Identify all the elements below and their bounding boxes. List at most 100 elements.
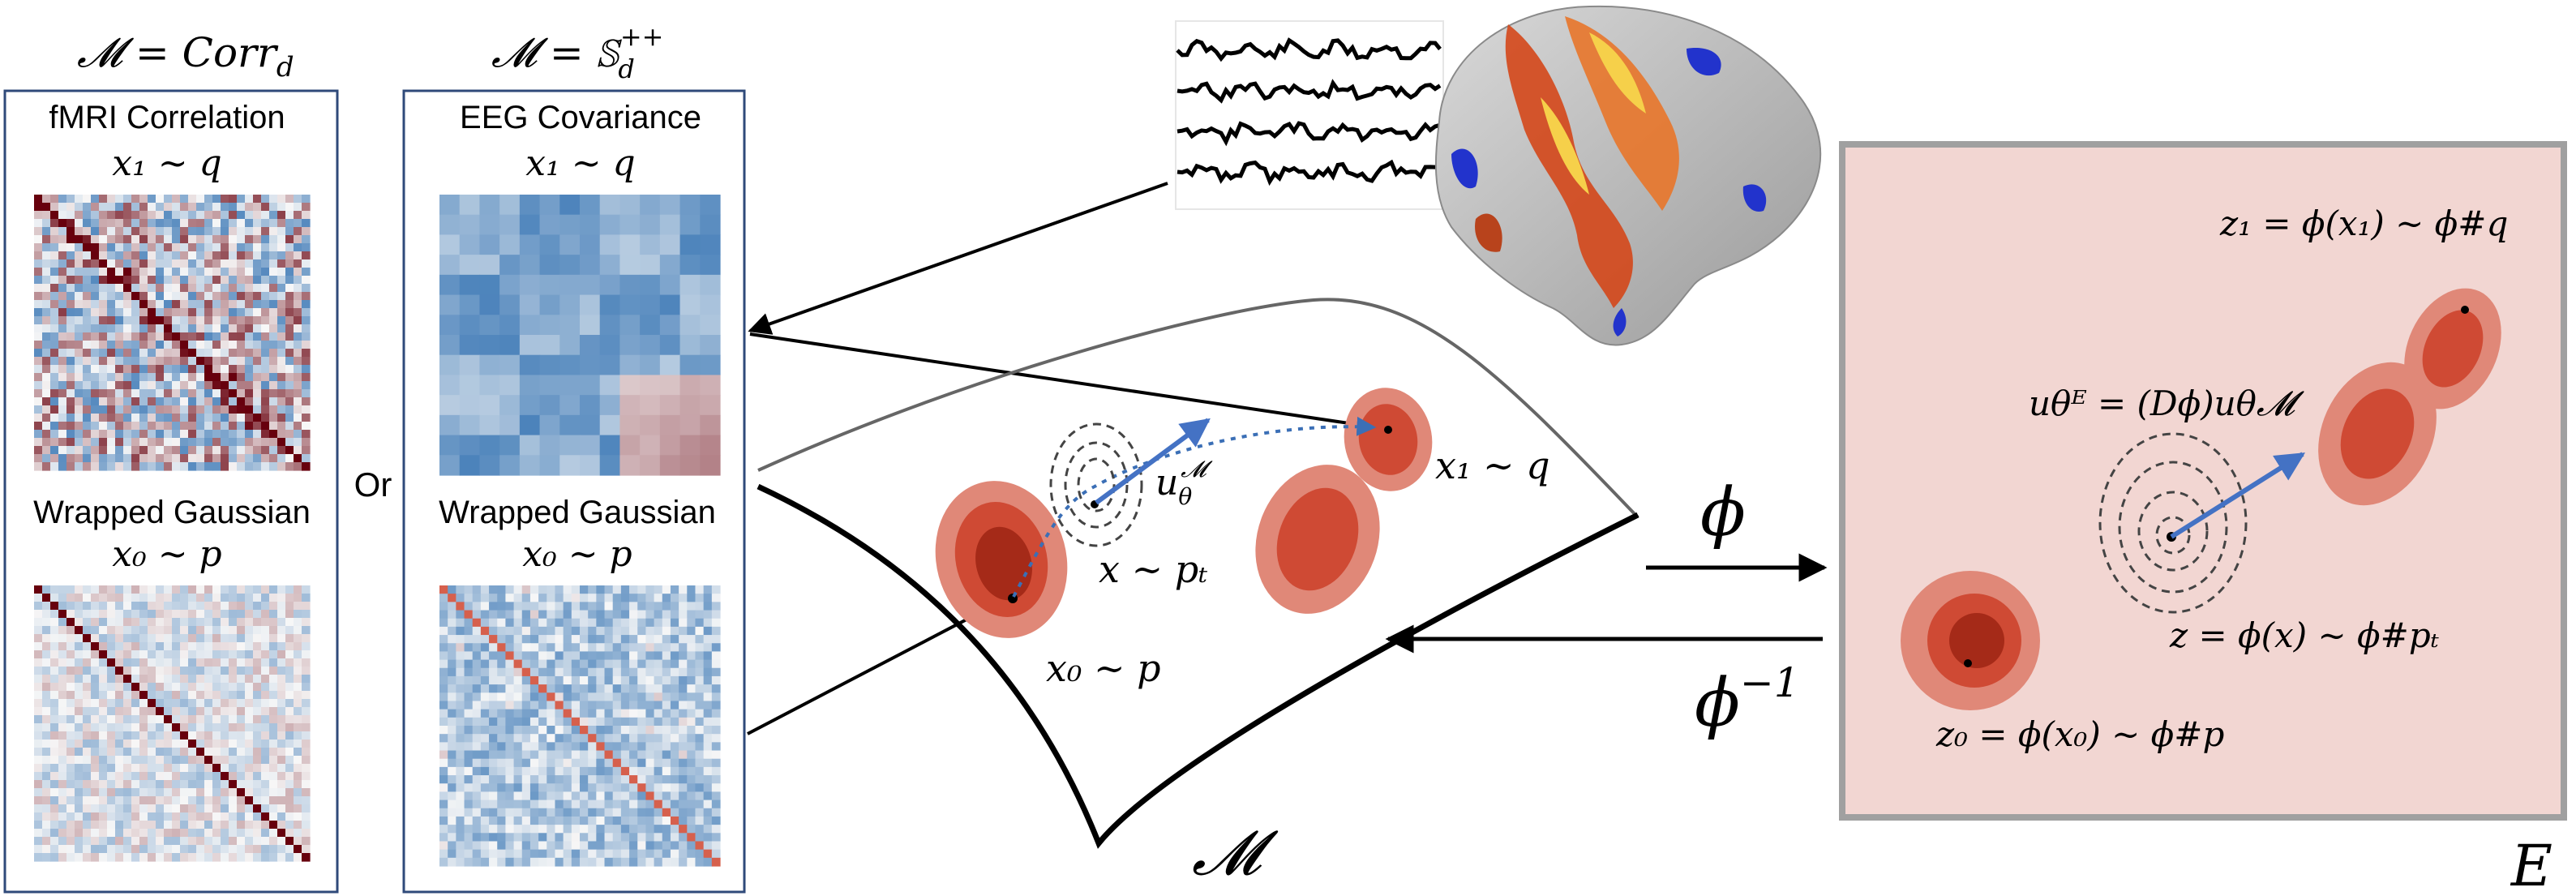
- heatmap-cell: [115, 422, 124, 431]
- heatmap-cell: [245, 235, 254, 244]
- heatmap-cell: [640, 414, 661, 436]
- heatmap-cell: [261, 845, 270, 854]
- heatmap-cell: [659, 455, 681, 476]
- heatmap-cell: [148, 626, 156, 635]
- heatmap-cell: [75, 397, 84, 406]
- heatmap-cell: [75, 748, 84, 757]
- heatmap-cell: [546, 618, 556, 628]
- heatmap-cell: [115, 740, 124, 748]
- heatmap-cell: [679, 626, 688, 636]
- heatmap-cell: [237, 341, 246, 349]
- heatmap-cell: [139, 284, 148, 293]
- heatmap-cell: [695, 808, 705, 817]
- heatmap-cell: [464, 701, 474, 710]
- heatmap-cell: [164, 723, 173, 732]
- heatmap-cell: [91, 300, 100, 309]
- heatmap-cell: [42, 748, 51, 757]
- heatmap-cell: [456, 651, 465, 661]
- heatmap-cell: [253, 316, 262, 325]
- heatmap-cell: [221, 756, 229, 765]
- heatmap-cell: [196, 707, 205, 716]
- heatmap-cell: [679, 594, 688, 602]
- heatmap-cell: [546, 857, 556, 867]
- heatmap-cell: [538, 758, 547, 768]
- heatmap-cell: [34, 243, 43, 252]
- heatmap-cell: [629, 841, 638, 851]
- heatmap-cell: [75, 812, 84, 821]
- heatmap-cell: [196, 658, 205, 667]
- heatmap-cell: [612, 709, 622, 718]
- heatmap-cell: [439, 825, 448, 834]
- heatmap-cell: [123, 430, 132, 439]
- heatmap-cell: [253, 853, 262, 862]
- heatmap-cell: [66, 414, 75, 422]
- heatmap-cell: [637, 594, 647, 602]
- heatmap-cell: [50, 764, 59, 773]
- heatmap-cell: [555, 626, 564, 636]
- heatmap-cell: [196, 675, 205, 684]
- heatmap-cell: [34, 446, 43, 455]
- heatmap-cell: [269, 667, 278, 675]
- heatmap-cell: [645, 726, 655, 735]
- heatmap-cell: [50, 658, 59, 667]
- heatmap-cell: [180, 235, 189, 244]
- heatmap-cell: [123, 845, 132, 854]
- heatmap-cell: [123, 397, 132, 406]
- heatmap-cell: [115, 691, 124, 700]
- heatmap-cell: [131, 243, 140, 252]
- heatmap-cell: [521, 635, 531, 644]
- heatmap-cell: [546, 775, 556, 784]
- heatmap-cell: [670, 857, 679, 867]
- heatmap-cell: [563, 626, 572, 636]
- heatmap-cell: [711, 849, 721, 859]
- heatmap-cell: [204, 381, 213, 390]
- heatmap-cell: [588, 692, 597, 702]
- heatmap-cell: [456, 709, 465, 718]
- heatmap-cell: [711, 841, 721, 851]
- heatmap-cell: [695, 594, 705, 602]
- heatmap-cell: [637, 734, 647, 743]
- heatmap-cell: [555, 651, 564, 661]
- heatmap-cell: [99, 650, 108, 659]
- heatmap-cell: [83, 829, 92, 838]
- heatmap-cell: [269, 756, 278, 765]
- heatmap-cell: [75, 300, 84, 309]
- heatmap-cell: [139, 373, 148, 382]
- heatmap-cell: [115, 675, 124, 684]
- heatmap-cell: [285, 667, 294, 675]
- heatmap-cell: [66, 796, 75, 805]
- forward-map-label: ϕ: [1700, 474, 1746, 551]
- heatmap-cell: [521, 675, 531, 685]
- heatmap-cell: [42, 227, 51, 236]
- heatmap-cell: [302, 667, 311, 675]
- heatmap-cell: [75, 658, 84, 667]
- heatmap-cell: [115, 796, 124, 805]
- heatmap-cell: [229, 316, 238, 325]
- heatmap-cell: [294, 748, 302, 757]
- heatmap-cell: [131, 389, 140, 398]
- heatmap-cell: [107, 203, 116, 212]
- heatmap-cell: [245, 397, 254, 406]
- heatmap-cell: [172, 853, 181, 862]
- heatmap-cell: [555, 791, 564, 801]
- heatmap-cell: [640, 255, 661, 276]
- heatmap-cell: [580, 857, 589, 867]
- heatmap-cell: [245, 650, 254, 659]
- heatmap-cell: [156, 691, 165, 700]
- heatmap-cell: [479, 395, 500, 416]
- heatmap-cell: [188, 414, 197, 422]
- heatmap-cell: [679, 585, 688, 594]
- heatmap-cell: [629, 849, 638, 859]
- heatmap-cell: [180, 683, 189, 692]
- heatmap-cell: [66, 764, 75, 773]
- heatmap-cell: [539, 195, 560, 216]
- heatmap-cell: [204, 658, 213, 667]
- heatmap-cell: [555, 766, 564, 776]
- heatmap-cell: [448, 800, 456, 809]
- heatmap-cell: [620, 667, 630, 677]
- heatmap-cell: [148, 845, 156, 854]
- heatmap-cell: [580, 602, 589, 611]
- heatmap-cell: [261, 756, 270, 765]
- heatmap-cell: [489, 833, 498, 842]
- heatmap-cell: [83, 821, 92, 830]
